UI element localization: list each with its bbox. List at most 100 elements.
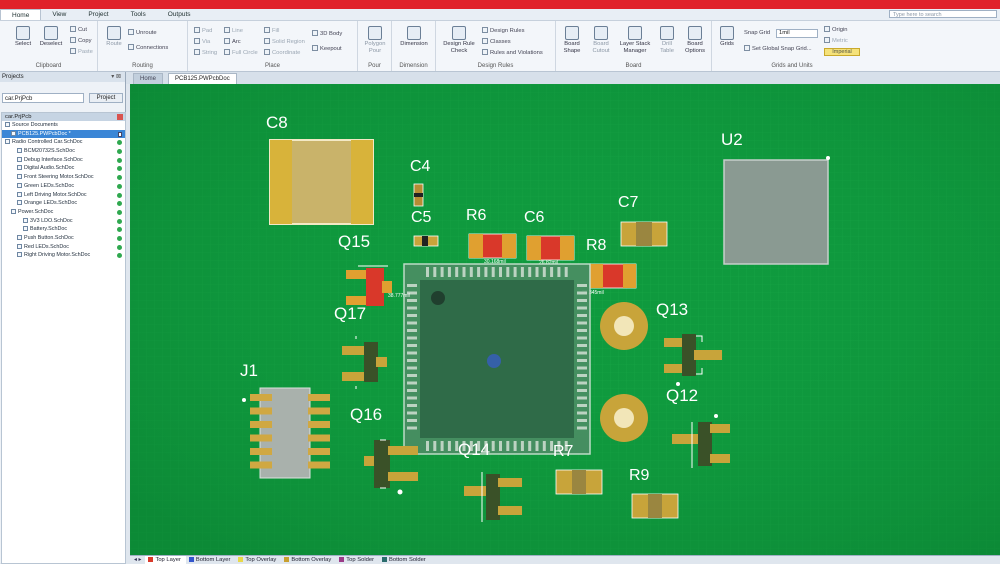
component-r8[interactable]: R8 38.345mil bbox=[582, 237, 637, 296]
tree-item[interactable]: Right Driving Motor.SchDoc bbox=[2, 251, 125, 260]
tree-item[interactable]: Power.SchDoc bbox=[2, 208, 125, 217]
line-button[interactable]: Line bbox=[224, 27, 243, 35]
layer-stack-manager-button[interactable]: Layer Stack Manager bbox=[617, 26, 653, 54]
full-circle-button[interactable]: Full Circle bbox=[224, 49, 258, 57]
tree-item[interactable]: Source Documents bbox=[2, 121, 125, 130]
copy-button[interactable]: Copy bbox=[70, 37, 92, 45]
layer-nav-arrows[interactable]: ◂ ▸ bbox=[134, 557, 142, 563]
layer-tab-bottom-layer[interactable]: Bottom Layer bbox=[186, 556, 235, 564]
component-c5[interactable]: C5 bbox=[411, 209, 439, 247]
component-q14[interactable]: Q14 bbox=[458, 440, 522, 522]
component-c6[interactable]: C6 26.82mil bbox=[524, 209, 575, 266]
component-u2[interactable]: U2 bbox=[721, 130, 830, 265]
global-snap-grid-button[interactable]: Set Global Snap Grid... bbox=[744, 45, 812, 53]
menu-tools[interactable]: Tools bbox=[130, 11, 146, 18]
component-c7[interactable]: C7 bbox=[618, 194, 668, 247]
drill-table-button[interactable]: Drill Table bbox=[655, 26, 679, 54]
layer-tab-bottom-solder[interactable]: Bottom Solder bbox=[379, 556, 431, 564]
routing-group: Route Unroute Connections Routing bbox=[98, 21, 188, 71]
tree-item[interactable]: 3V3 LDO.SchDoc bbox=[2, 217, 125, 226]
design-rules-button[interactable]: Design Rules bbox=[482, 27, 524, 35]
3d-body-button[interactable]: 3D Body bbox=[312, 30, 342, 38]
solid-region-button[interactable]: Solid Region bbox=[264, 38, 305, 46]
ic-pin bbox=[407, 321, 417, 325]
grids-button[interactable]: Grids bbox=[716, 26, 738, 48]
component-r7[interactable]: R7 bbox=[553, 443, 603, 495]
board-options-button[interactable]: Board Options bbox=[681, 26, 709, 54]
component-c4[interactable]: C4 bbox=[410, 158, 431, 207]
layer-tab-top-overlay[interactable]: Top Overlay bbox=[235, 556, 281, 564]
board-shape-button[interactable]: Board Shape bbox=[559, 26, 585, 54]
paste-button[interactable]: Paste bbox=[70, 48, 93, 56]
tree-item[interactable]: Radio Controlled Car.SchDoc bbox=[2, 138, 125, 147]
mounting-hole-bottom[interactable] bbox=[600, 394, 648, 442]
tree-item[interactable]: Battery.SchDoc bbox=[2, 225, 125, 234]
ic-pin bbox=[407, 299, 417, 302]
layer-tab-bottom-overlay[interactable]: Bottom Overlay bbox=[281, 556, 336, 564]
design-rule-check-button[interactable]: Design Rule Check bbox=[440, 26, 478, 54]
tree-item[interactable]: PCB125.PWPcbDoc * bbox=[2, 129, 125, 139]
fill-button[interactable]: Fill bbox=[264, 27, 279, 35]
imperial-button[interactable]: Imperial bbox=[824, 48, 860, 56]
component-j1[interactable]: J1 bbox=[240, 361, 330, 479]
tree-item[interactable]: Left Driving Motor.SchDoc bbox=[2, 191, 125, 200]
menu-home[interactable]: Home bbox=[0, 9, 42, 20]
menu-project[interactable]: Project bbox=[88, 11, 109, 18]
tree-item[interactable]: Red LEDs.SchDoc bbox=[2, 243, 125, 252]
tab-home[interactable]: Home bbox=[133, 73, 164, 84]
j1-pin bbox=[250, 394, 272, 401]
layer-tab-top-solder[interactable]: Top Solder bbox=[336, 556, 379, 564]
metric-button[interactable]: Metric bbox=[824, 37, 848, 45]
arc-button[interactable]: Arc bbox=[224, 38, 241, 46]
board-cutout-button[interactable]: Board Cutout bbox=[588, 26, 614, 54]
deselect-button[interactable]: Deselect bbox=[38, 26, 64, 48]
component-r6[interactable]: R6 30.168mil bbox=[466, 207, 517, 265]
component-q16[interactable]: Q16 bbox=[350, 405, 418, 495]
cut-button[interactable]: Cut bbox=[70, 26, 87, 34]
pcb-canvas[interactable]: C8 C4 C5 R6 30.168mil C6 26.82mil bbox=[130, 84, 1000, 555]
component-q15[interactable]: Q15 38.777mil bbox=[338, 232, 410, 306]
ic-pin bbox=[462, 267, 466, 277]
tree-item[interactable]: Push Button.SchDoc bbox=[2, 234, 125, 243]
component-q12[interactable]: Q12 bbox=[666, 386, 730, 468]
string-icon bbox=[194, 49, 200, 55]
connections-button[interactable]: Connections bbox=[128, 44, 168, 52]
component-r9[interactable]: R9 bbox=[629, 467, 679, 519]
pad-button[interactable]: Pad bbox=[194, 27, 212, 35]
dimension-button[interactable]: Dimension bbox=[396, 26, 432, 48]
tab-pcb-doc[interactable]: PCB125.PWPcbDoc bbox=[168, 73, 237, 84]
component-q17[interactable]: Q17 bbox=[334, 304, 387, 389]
origin-button[interactable]: Origin bbox=[824, 26, 847, 34]
tree-item[interactable]: Debug Interface.SchDoc bbox=[2, 156, 125, 165]
menu-outputs[interactable]: Outputs bbox=[167, 11, 191, 18]
project-tree-title[interactable]: car.PrjPcb bbox=[2, 113, 125, 121]
polygon-pour-button[interactable]: Polygon Pour bbox=[360, 26, 390, 54]
menu-view[interactable]: View bbox=[52, 11, 67, 18]
main-ic[interactable] bbox=[403, 263, 591, 455]
tree-item[interactable]: Orange LEDs.SchDoc bbox=[2, 199, 125, 208]
tree-item[interactable]: Digital Audio.SchDoc bbox=[2, 164, 125, 173]
tree-item[interactable]: BCM20732S.SchDoc bbox=[2, 147, 125, 156]
project-input[interactable]: car.PrjPcb bbox=[2, 93, 84, 103]
select-button[interactable]: Select bbox=[12, 26, 34, 48]
component-q13[interactable]: Q13 bbox=[656, 300, 722, 386]
string-button[interactable]: String bbox=[194, 49, 217, 57]
project-button[interactable]: Project bbox=[89, 93, 123, 103]
panel-pin-icon[interactable]: ▾ ⊠ bbox=[111, 74, 121, 80]
via-button[interactable]: Via bbox=[194, 38, 210, 46]
mounting-hole-top[interactable] bbox=[600, 302, 648, 350]
classes-button[interactable]: Classes bbox=[482, 38, 511, 46]
layer-tab-top-layer[interactable]: Top Layer bbox=[145, 556, 186, 564]
close-icon[interactable] bbox=[117, 114, 123, 120]
keepout-button[interactable]: Keepout bbox=[312, 45, 342, 53]
search-input[interactable]: Type here to search bbox=[889, 10, 997, 18]
tree-item[interactable]: Green LEDs.SchDoc bbox=[2, 182, 125, 191]
snap-grid-select[interactable]: 1mil bbox=[776, 29, 818, 38]
route-button[interactable]: Route bbox=[104, 26, 124, 48]
pcb-drawing[interactable]: C8 C4 C5 R6 30.168mil C6 26.82mil bbox=[130, 84, 1000, 555]
tree-item[interactable]: Front Steering Motor.SchDoc bbox=[2, 173, 125, 182]
coordinate-button[interactable]: Coordinate bbox=[264, 49, 300, 57]
unroute-button[interactable]: Unroute bbox=[128, 29, 157, 37]
rules-violations-button[interactable]: Rules and Violations bbox=[482, 49, 543, 57]
component-c8[interactable]: C8 bbox=[266, 113, 374, 225]
